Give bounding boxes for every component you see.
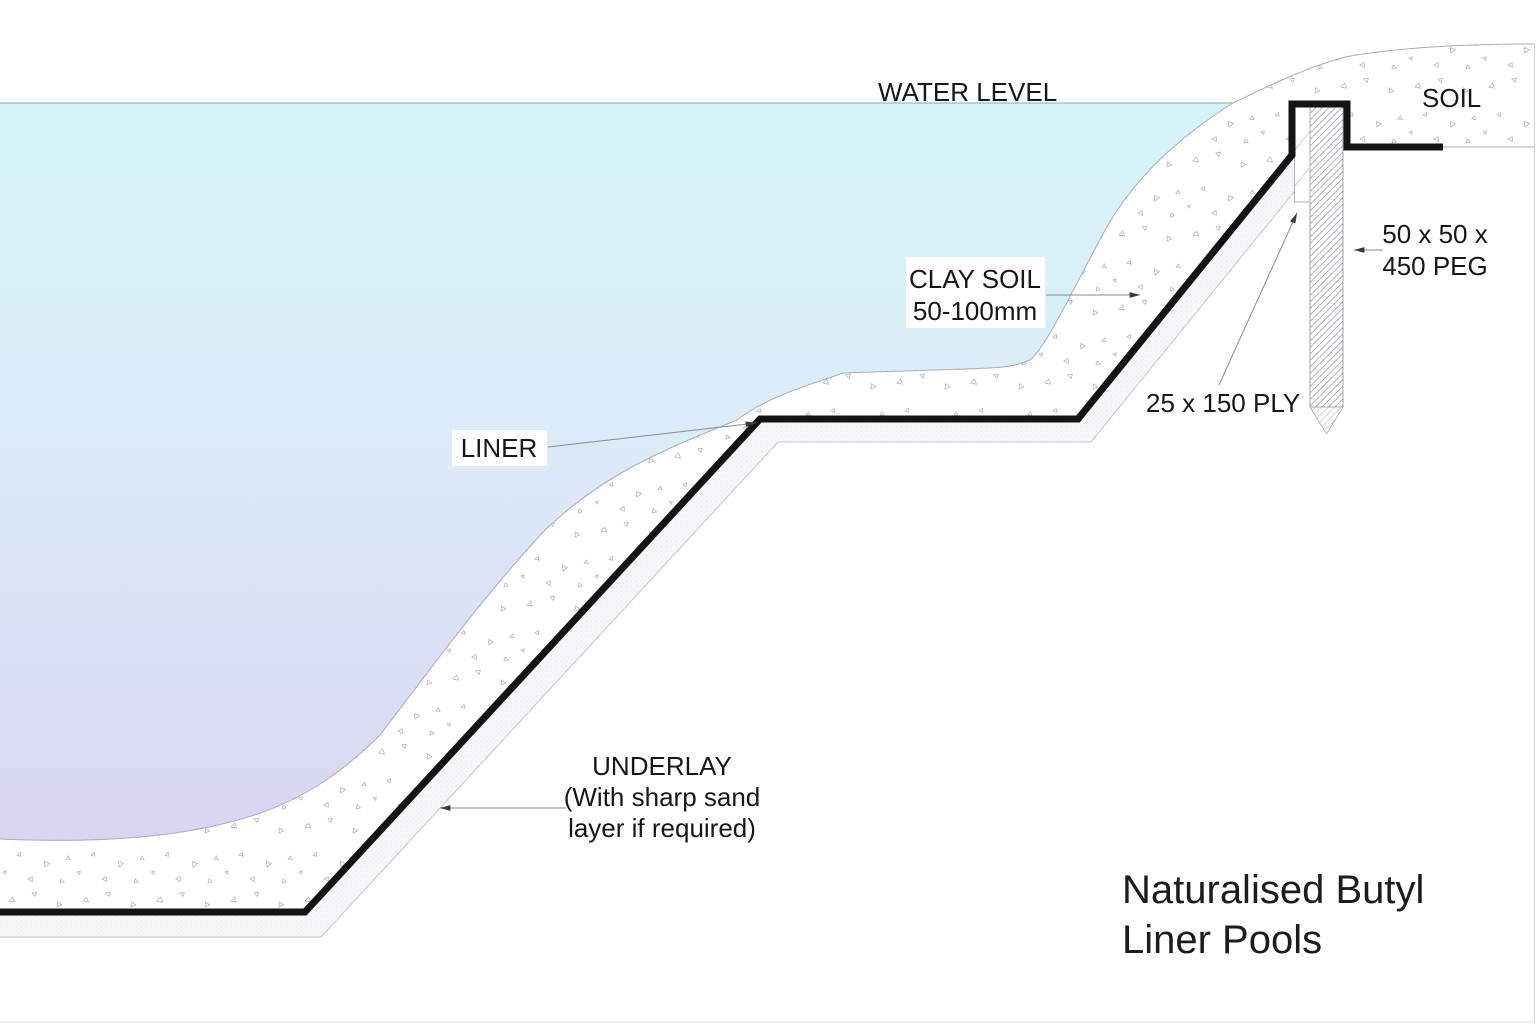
- underlay-band: [0, 155, 1311, 937]
- ply-hatch-lines: [1294, 130, 1311, 187]
- clay-soil-label-box: [906, 257, 1045, 328]
- ground-surface-line: [0, 43, 1535, 841]
- liner-leader-line: [547, 421, 757, 448]
- liner-line: [0, 100, 1443, 916]
- peg-label-line1: 50 x 50 x: [1382, 219, 1488, 249]
- ply-label: 25 x 150 PLY: [1146, 388, 1300, 418]
- clay-soil-label-line2: 50-100mm: [913, 296, 1037, 326]
- underlay-label-line2: (With sharp sand: [564, 782, 761, 812]
- drawing-title-line1: Naturalised Butyl: [1122, 868, 1424, 912]
- ply-leader-line: [1218, 212, 1298, 386]
- underlay-label-line1: UNDERLAY: [592, 751, 732, 781]
- peg: [1309, 103, 1344, 408]
- water-body: [0, 103, 1233, 841]
- soil-label: SOIL: [1422, 83, 1481, 113]
- clay-soil-region: [0, 44, 1534, 912]
- peg-tip: [1309, 406, 1344, 435]
- ply-board: [1294, 103, 1311, 203]
- peg-label-line2: 450 PEG: [1382, 251, 1488, 281]
- underlay-label-line3: layer if required): [568, 813, 756, 843]
- drawing-title-line2: Liner Pools: [1122, 918, 1322, 962]
- water-level-label: WATER LEVEL: [878, 77, 1057, 107]
- underlay-edge-line: [0, 170, 1312, 938]
- clay-soil-label-line1: CLAY SOIL: [909, 264, 1041, 294]
- liner-label: LINER: [461, 433, 538, 463]
- liner-label-box: [452, 430, 547, 466]
